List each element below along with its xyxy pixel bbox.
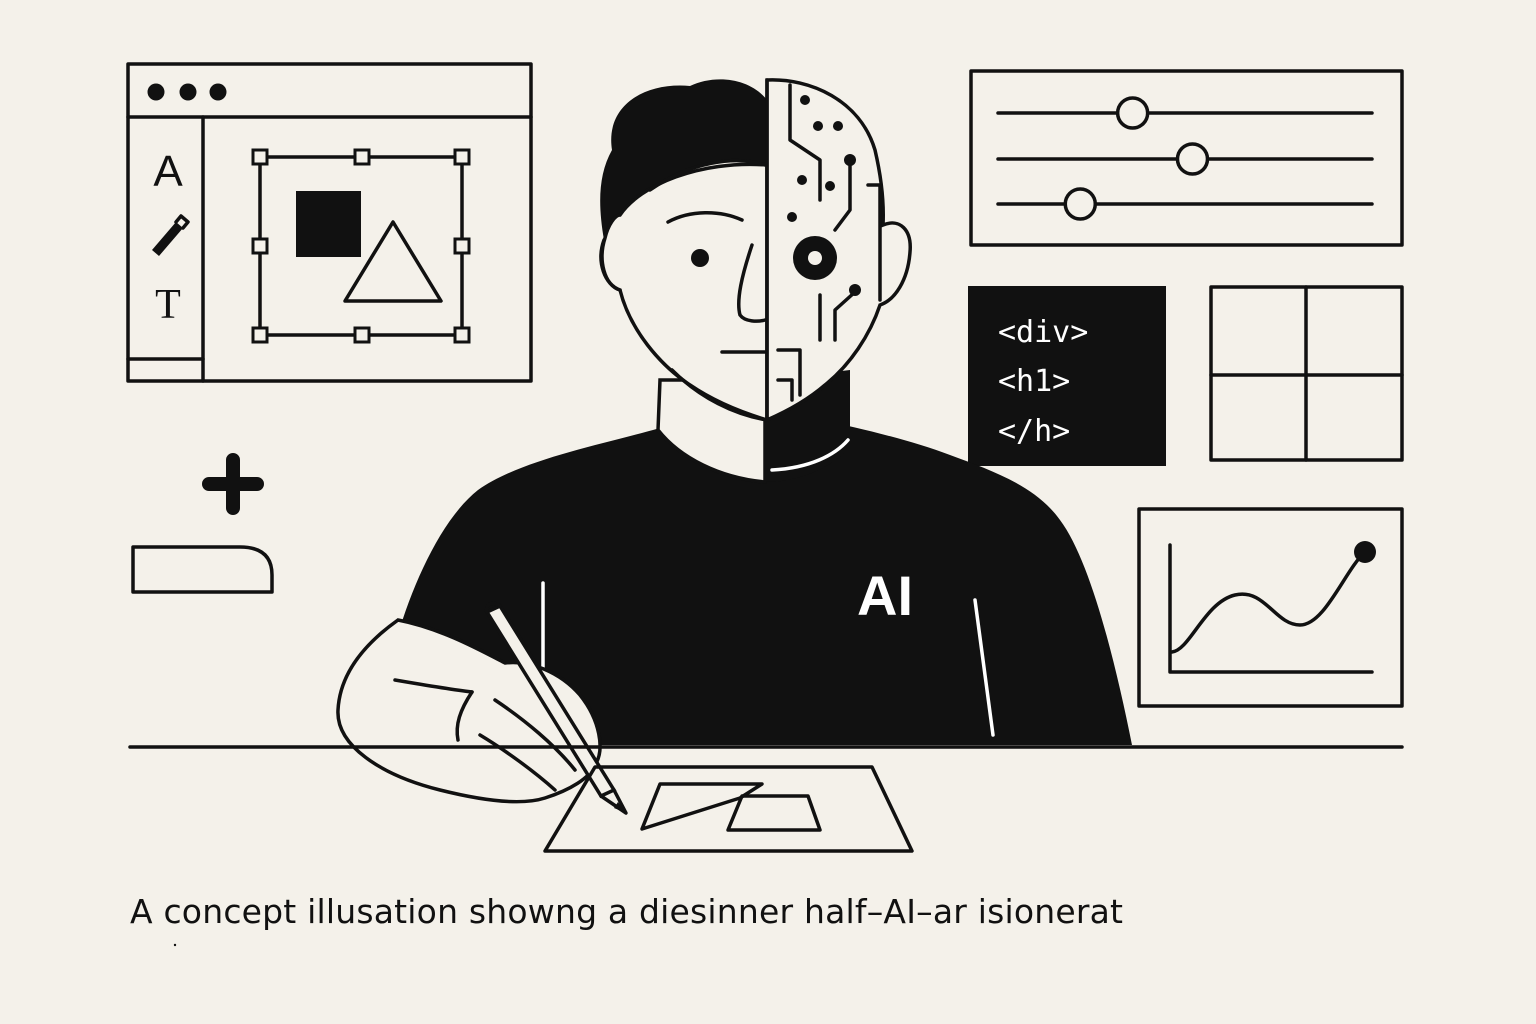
triangle-shape xyxy=(343,220,443,303)
tab-shape xyxy=(131,545,274,594)
slider-knob xyxy=(1115,96,1150,130)
slider-knob xyxy=(1175,142,1210,176)
line-chart-icon xyxy=(1137,507,1404,708)
filled-square-shape xyxy=(296,191,361,257)
code-panel: <div> <h1> </h> xyxy=(968,286,1166,466)
paper-sheet xyxy=(543,765,914,853)
arm xyxy=(336,618,602,804)
selection-box xyxy=(251,148,471,344)
window-dots-icon xyxy=(147,83,227,101)
shirt-ai-text: AI xyxy=(857,564,913,627)
designer-character: AI xyxy=(336,78,1132,815)
tool-text-a: A xyxy=(153,147,183,196)
sliders-panel xyxy=(969,69,1404,247)
code-line-div: <div> xyxy=(998,315,1088,350)
code-line-close-h: </h> xyxy=(998,414,1070,449)
grid-icon xyxy=(1209,285,1404,462)
shirt xyxy=(395,420,1132,745)
pen-tool-icon xyxy=(152,214,190,256)
design-editor-window: A T xyxy=(126,62,533,383)
slider-knob xyxy=(1063,187,1098,221)
caption-text: A concept illusation showng a diesinner … xyxy=(130,892,1124,931)
code-line-h1: <h1> xyxy=(998,364,1070,399)
hair xyxy=(600,79,767,240)
robot-face xyxy=(765,78,912,423)
tool-text-t: T xyxy=(155,282,181,328)
plus-icon xyxy=(202,453,264,515)
